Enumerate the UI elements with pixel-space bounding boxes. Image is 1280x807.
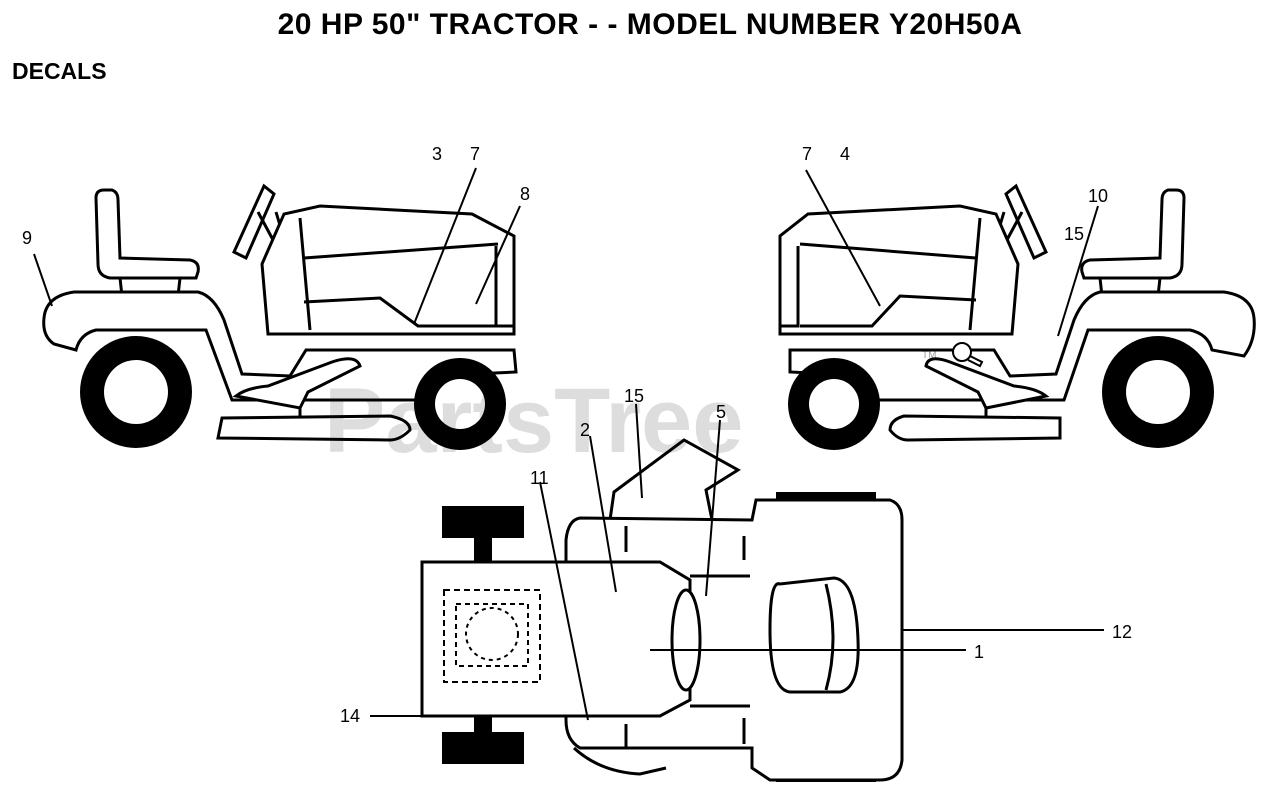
watermark-text: PartsTree xyxy=(324,370,743,472)
callout-left-7: 7 xyxy=(470,144,480,164)
callout-top-11: 11 xyxy=(530,468,549,488)
section-label: DECALS xyxy=(12,58,107,84)
page-title: 20 HP 50" TRACTOR - - MODEL NUMBER Y20H5… xyxy=(277,8,1023,41)
callout-right-7: 7 xyxy=(802,144,812,164)
callout-left-9: 9 xyxy=(22,228,32,248)
callout-left-8: 8 xyxy=(520,184,530,204)
watermark-tm: TM xyxy=(922,350,936,361)
callout-top-5: 5 xyxy=(716,402,726,422)
tractor-left-side-view xyxy=(33,167,521,450)
callout-top-12: 12 xyxy=(1112,622,1132,642)
callout-right-15: 15 xyxy=(1064,224,1084,244)
callout-top-1: 1 xyxy=(974,642,984,662)
callout-left-3: 3 xyxy=(432,144,442,164)
tractor-top-view xyxy=(370,403,1104,782)
tractor-right-side-view xyxy=(778,169,1256,450)
callout-top-15: 15 xyxy=(624,386,644,406)
callout-right-10: 10 xyxy=(1088,186,1108,206)
callout-right-4: 4 xyxy=(840,144,850,164)
callout-top-14: 14 xyxy=(340,706,360,726)
callout-top-2: 2 xyxy=(580,420,590,440)
